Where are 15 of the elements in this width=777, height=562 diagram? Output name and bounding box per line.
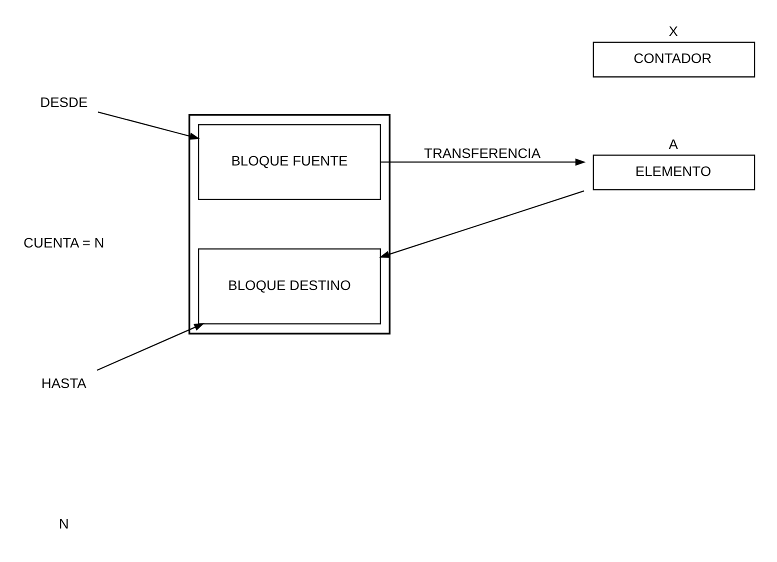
node-text: HASTA bbox=[41, 374, 86, 390]
edge-label: TRANSFERENCIA bbox=[424, 144, 541, 161]
label: CUENTA = N bbox=[24, 234, 104, 250]
arrow bbox=[380, 158, 586, 166]
node-label: X bbox=[668, 22, 678, 39]
arrow bbox=[98, 110, 200, 140]
arrow bbox=[379, 190, 584, 258]
label: N bbox=[58, 514, 69, 531]
node-box: BLOQUE FUENTE bbox=[198, 124, 382, 200]
arrow bbox=[96, 322, 205, 370]
node-box: BLOQUE DESTINO bbox=[198, 248, 382, 324]
node-box: ELEMENTO bbox=[592, 154, 756, 190]
node-box: CONTADOR bbox=[592, 41, 756, 77]
node-text: DESDE bbox=[40, 93, 88, 110]
node-label: A bbox=[668, 135, 678, 152]
